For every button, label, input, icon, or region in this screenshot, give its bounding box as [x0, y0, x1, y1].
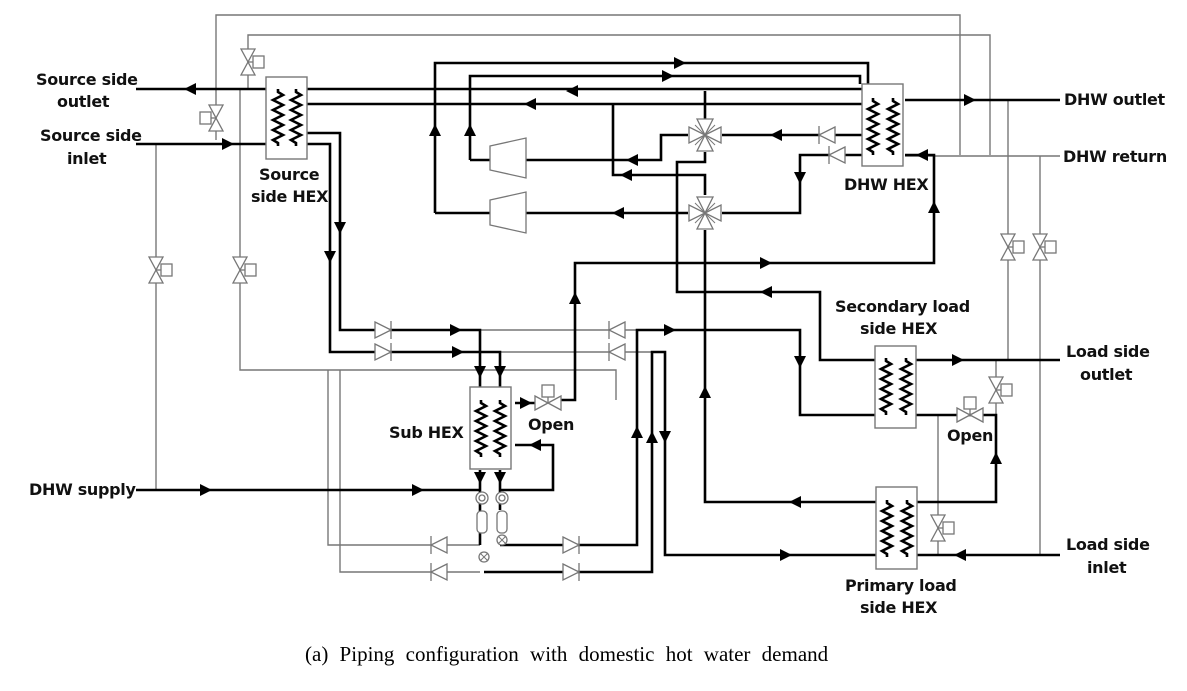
- sub-hex: [469, 386, 512, 470]
- label-source-side-hex: Source side HEX: [251, 165, 329, 206]
- svg-text:Source side: Source side: [36, 70, 138, 89]
- four-way-valve-lower: [688, 196, 722, 230]
- label-primary-load-side-hex: Primary load side HEX: [845, 576, 957, 617]
- check-valves: [374, 125, 846, 582]
- source-side-hex: [265, 76, 308, 160]
- svg-text:inlet: inlet: [67, 149, 107, 168]
- svg-text:Load side: Load side: [1066, 535, 1150, 554]
- label-sub-valve-open: Open: [528, 415, 574, 434]
- compressor-lower: [489, 191, 527, 234]
- figure-caption: (a) Piping configuration with domestic h…: [305, 642, 829, 666]
- svg-text:outlet: outlet: [57, 92, 110, 111]
- primary-load-side-hex: [875, 486, 918, 570]
- port-load-side-inlet: Load side inlet: [1066, 535, 1150, 577]
- svg-text:Secondary load: Secondary load: [835, 297, 970, 316]
- svg-text:side HEX: side HEX: [860, 319, 938, 338]
- svg-text:Load side: Load side: [1066, 342, 1150, 361]
- port-dhw-return: DHW return: [1063, 147, 1167, 166]
- svg-text:inlet: inlet: [1087, 558, 1127, 577]
- port-dhw-outlet: DHW outlet: [1064, 90, 1166, 109]
- dhw-hex: [861, 83, 904, 167]
- compressor-upper: [489, 137, 527, 179]
- secondary-load-side-hex: [874, 345, 917, 429]
- port-load-side-outlet: Load side outlet: [1066, 342, 1150, 384]
- port-source-side-outlet: Source side outlet: [36, 70, 138, 111]
- port-source-side-inlet: Source side inlet: [40, 126, 142, 168]
- svg-text:Source side: Source side: [40, 126, 142, 145]
- label-dhw-hex: DHW HEX: [844, 175, 929, 194]
- four-way-valve-upper: [688, 118, 722, 152]
- svg-text:side HEX: side HEX: [860, 598, 938, 617]
- svg-text:Source: Source: [259, 165, 320, 184]
- svg-text:outlet: outlet: [1080, 365, 1133, 384]
- svg-text:side HEX: side HEX: [251, 187, 329, 206]
- label-secondary-load-side-hex: Secondary load side HEX: [835, 297, 970, 338]
- label-sub-hex: Sub HEX: [389, 423, 464, 442]
- svg-text:Primary load: Primary load: [845, 576, 957, 595]
- pumps-sensors: [475, 491, 509, 563]
- label-load-valve-open: Open: [947, 426, 993, 445]
- port-dhw-supply: DHW supply: [29, 480, 136, 499]
